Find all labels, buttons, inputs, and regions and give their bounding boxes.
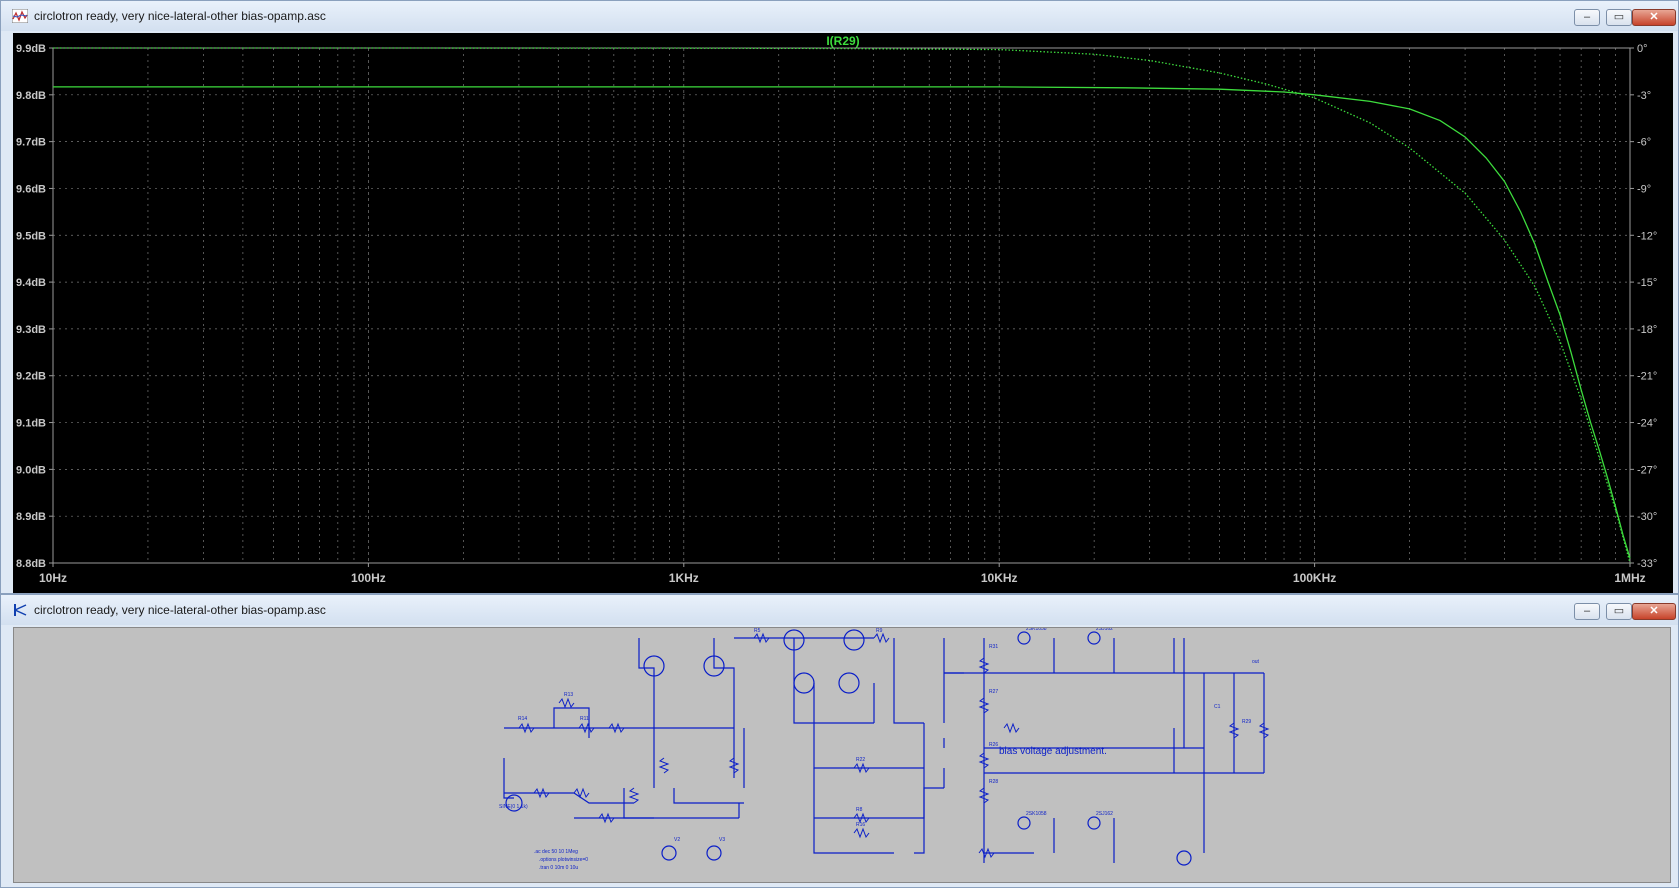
left-tick-label: 9.2dB [16, 371, 46, 383]
right-tick-label: -30° [1637, 511, 1657, 523]
svg-text:R29: R29 [1242, 719, 1251, 725]
svg-text:R31: R31 [989, 644, 998, 650]
maximize-button[interactable]: ▭ [1606, 9, 1632, 26]
plot-border [52, 47, 1631, 564]
x-tick-label: 10Hz [39, 571, 67, 585]
right-tick-label: -12° [1637, 230, 1657, 242]
plot-grid [52, 47, 1630, 564]
svg-text:R26: R26 [989, 742, 998, 748]
schematic-wires [503, 637, 1265, 863]
svg-text:V3: V3 [719, 837, 725, 843]
right-tick-label: -24° [1637, 418, 1657, 430]
right-tick-label: -15° [1637, 277, 1657, 289]
x-axis-ticks: 10Hz 100Hz 1KHz 10KHz 100KHz 1MHz [39, 563, 1646, 585]
right-tick-label: -21° [1637, 371, 1657, 383]
left-tick-label: 8.9dB [16, 511, 46, 523]
minimize-button[interactable]: – [1574, 9, 1600, 26]
svg-text:2SK1058: 2SK1058 [1026, 628, 1047, 632]
waveform-icon [12, 9, 28, 23]
right-tick-label: -9° [1637, 183, 1651, 195]
svg-text:.tran 0 10m 0 10u: .tran 0 10m 0 10u [539, 865, 578, 871]
left-tick-label: 9.4dB [16, 277, 46, 289]
bias-adjustment-note: bias voltage adjustment. [999, 746, 1107, 757]
right-tick-label: -33° [1637, 558, 1657, 570]
x-tick-label: 1MHz [1614, 571, 1645, 585]
right-tick-label: 0° [1637, 43, 1648, 55]
x-tick-label: 1KHz [669, 571, 699, 585]
right-axis-ticks: 0° -3° -6° -9° -12° -15° -18° -21° -24° -27° -30° -… [1630, 43, 1657, 570]
transistor-symbols [505, 629, 1192, 866]
svg-text:R8: R8 [856, 807, 863, 813]
left-tick-label: 8.8dB [16, 558, 46, 570]
magnitude-trace [53, 86, 1631, 559]
svg-text:R5: R5 [754, 628, 761, 634]
left-tick-label: 9.9dB [16, 43, 46, 55]
plot-traces [53, 47, 1631, 564]
left-axis-ticks: 9.9dB 9.8dB 9.7dB 9.6dB 9.5dB 9.4dB 9.3dB 9.2dB… [16, 43, 53, 570]
phase-trace [53, 47, 1631, 564]
schematic-window[interactable]: circlotron ready, very nice-lateral-othe… [0, 594, 1679, 888]
left-tick-label: 9.5dB [16, 230, 46, 242]
left-tick-label: 9.6dB [16, 183, 46, 195]
waveform-plot-pane[interactable]: 9.9dB 9.8dB 9.7dB 9.6dB 9.5dB 9.4dB 9.3dB 9.2dB… [13, 33, 1673, 593]
resistor-symbols [518, 632, 1270, 859]
right-tick-label: -3° [1637, 90, 1651, 102]
left-tick-label: 9.0dB [16, 464, 46, 476]
left-tick-label: 9.1dB [16, 418, 46, 430]
svg-text:R11: R11 [580, 716, 589, 722]
close-button[interactable]: ✕ [1632, 9, 1676, 26]
schematic-icon [14, 604, 27, 616]
svg-text:.ac dec 50 10 1Meg: .ac dec 50 10 1Meg [534, 849, 578, 855]
schematic-window-title: circlotron ready, very nice-lateral-othe… [34, 603, 326, 617]
x-tick-label: 100Hz [351, 571, 386, 585]
left-tick-label: 9.7dB [16, 137, 46, 149]
left-tick-label: 9.3dB [16, 324, 46, 336]
svg-text:2SJ162: 2SJ162 [1096, 628, 1113, 632]
svg-text:SINE(0 1 1k): SINE(0 1 1k) [499, 804, 528, 810]
plot-frame [52, 47, 1631, 564]
maximize-button[interactable]: ▭ [1606, 603, 1632, 620]
minimize-button[interactable]: – [1574, 603, 1600, 620]
svg-text:R13: R13 [564, 692, 573, 698]
svg-text:V2: V2 [674, 837, 680, 843]
trace-label[interactable]: I(R29) [826, 34, 859, 48]
right-tick-label: -18° [1637, 324, 1657, 336]
svg-text:out: out [1252, 659, 1260, 665]
svg-text:R28: R28 [989, 779, 998, 785]
svg-text:C1: C1 [1214, 704, 1221, 710]
schematic-window-titlebar[interactable]: circlotron ready, very nice-lateral-othe… [1, 595, 1678, 625]
svg-text:.options plotwinsize=0: .options plotwinsize=0 [539, 857, 588, 863]
svg-text:R27: R27 [989, 689, 998, 695]
x-tick-label: 100KHz [1293, 571, 1336, 585]
right-tick-label: -27° [1637, 464, 1657, 476]
x-tick-label: 10KHz [981, 571, 1018, 585]
svg-text:R14: R14 [518, 716, 527, 722]
svg-text:R22: R22 [856, 757, 865, 763]
svg-text:R16: R16 [856, 822, 865, 828]
svg-text:2SK1058: 2SK1058 [1026, 811, 1047, 817]
svg-text:R9: R9 [876, 628, 883, 634]
bode-plot[interactable]: 9.9dB 9.8dB 9.7dB 9.6dB 9.5dB 9.4dB 9.3dB 9.2dB… [13, 33, 1673, 593]
close-button[interactable]: ✕ [1632, 603, 1676, 620]
plot-window-title: circlotron ready, very nice-lateral-othe… [34, 9, 326, 23]
plot-window-titlebar[interactable]: circlotron ready, very nice-lateral-othe… [1, 1, 1678, 31]
plot-window[interactable]: circlotron ready, very nice-lateral-othe… [0, 0, 1679, 594]
svg-text:2SJ162: 2SJ162 [1096, 811, 1113, 817]
right-tick-label: -6° [1637, 137, 1651, 149]
left-tick-label: 9.8dB [16, 90, 46, 102]
